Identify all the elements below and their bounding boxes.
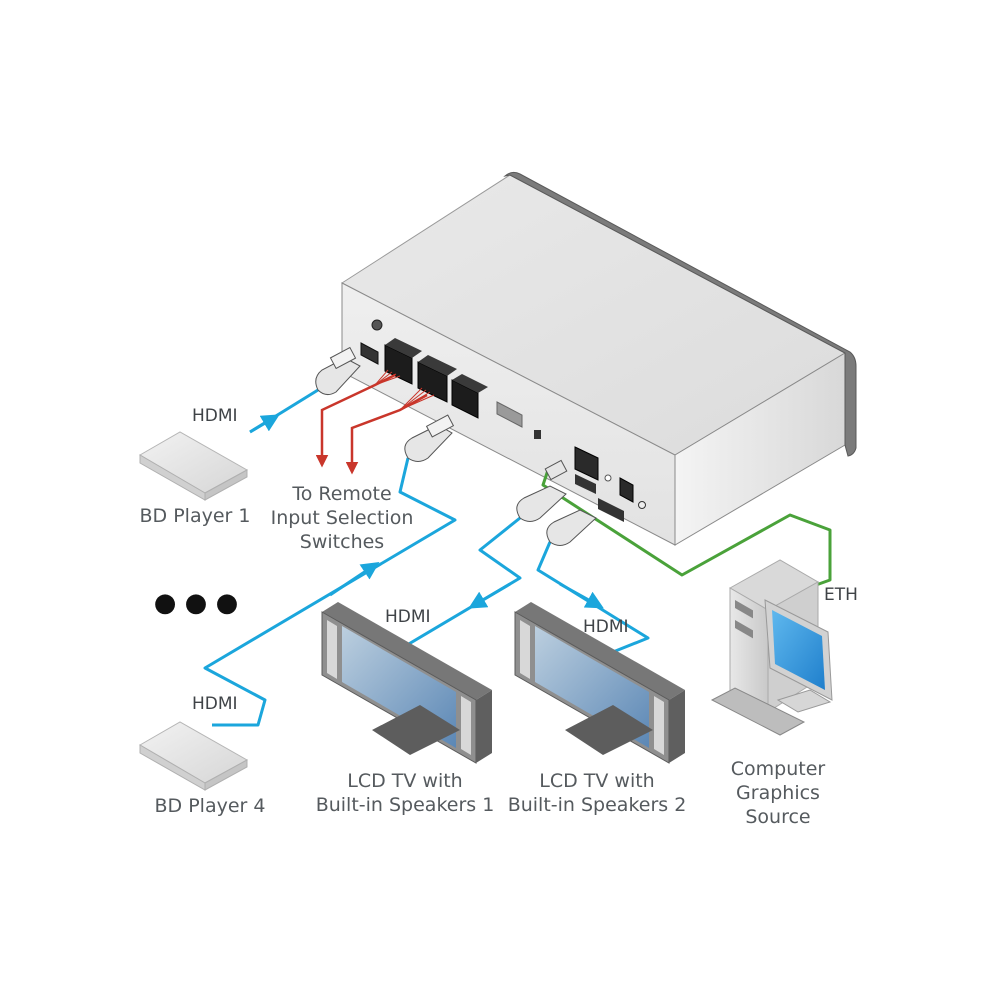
hdmi-cable-bd1-arrow xyxy=(249,414,280,434)
hdmi-label-bd4: HDMI xyxy=(192,694,238,714)
remote-wire-2 xyxy=(345,393,428,475)
hdmi-label-bd1: HDMI xyxy=(192,406,238,426)
pc-monitor-screen xyxy=(772,610,825,690)
wire-fanout xyxy=(374,369,435,411)
computer-label-2: Graphics xyxy=(736,782,820,804)
remote-ir-sensor xyxy=(371,319,383,331)
computer-graphics-source[interactable] xyxy=(710,559,833,736)
bd-player-1[interactable] xyxy=(139,431,249,501)
hdmi-output-1-port xyxy=(575,474,596,494)
ellipsis: ● ● ● xyxy=(154,588,239,618)
tv-2-label-2: Built-in Speakers 2 xyxy=(508,794,687,816)
hdmi-input-1-port xyxy=(360,342,379,365)
remote-switches-label-2: Input Selection xyxy=(271,507,414,529)
ethernet-port xyxy=(574,446,599,481)
matrix-switcher-unit xyxy=(341,171,857,546)
computer-label-3: Source xyxy=(745,806,810,828)
tv-1-label-2: Built-in Speakers 1 xyxy=(316,794,495,816)
hdmi-cable-tv2-arrow xyxy=(559,582,604,609)
hdmi-cables xyxy=(203,388,650,727)
pc-drive-bay-1 xyxy=(735,599,753,619)
dc-power-jack xyxy=(619,477,634,503)
bd-player-4[interactable] xyxy=(139,721,249,791)
rear-panel-ports xyxy=(360,319,646,522)
tv-1-stand xyxy=(372,705,460,755)
hdmi-plug-output-2 xyxy=(546,509,597,546)
eth-plug xyxy=(544,459,568,481)
hdmi-plug-input-1 xyxy=(315,346,361,396)
eth-cable xyxy=(541,469,832,587)
tv-2-stand xyxy=(565,705,653,755)
hdmi-plugs xyxy=(315,346,597,546)
hdmi-label-tv2: HDMI xyxy=(583,617,629,637)
labels: HDMI HDMI HDMI HDMI ETH BD Player 1 BD P… xyxy=(140,406,858,828)
hdmi-plug-output-1 xyxy=(516,485,567,522)
lcd-tv-1[interactable] xyxy=(321,602,492,764)
tv-2-speaker-left xyxy=(520,620,530,679)
tv-2-label-1: LCD TV with xyxy=(539,770,654,792)
reset-button xyxy=(604,474,612,482)
bd-player-4-label: BD Player 4 xyxy=(155,795,266,817)
setup-dip-switch xyxy=(496,401,523,428)
remote-switches-label-3: Switches xyxy=(300,531,384,553)
bd-player-1-label: BD Player 1 xyxy=(140,505,251,527)
tv-1-speaker-right xyxy=(461,696,471,755)
hdmi-output-2-port xyxy=(598,498,624,522)
prog-usb-port xyxy=(534,430,541,439)
hdmi-cable-tv1 xyxy=(401,516,522,650)
pc-keyboard xyxy=(710,687,806,736)
tv-2-speaker-right xyxy=(654,696,664,755)
terminal-block-2-top xyxy=(418,355,457,376)
hdmi-cable-bd4-arrow xyxy=(329,562,380,597)
hdmi-cable-tv1-arrow xyxy=(468,582,511,609)
remote-terminal-block-2 xyxy=(417,361,448,403)
rs232-block-top xyxy=(452,374,488,393)
computer-label-1: Computer xyxy=(731,758,826,780)
ground-screw xyxy=(638,501,646,509)
lcd-tv-2[interactable] xyxy=(514,602,685,764)
hdmi-plug-input-4 xyxy=(404,414,455,462)
pc-monitor-base xyxy=(776,689,832,713)
terminal-block-1-top xyxy=(385,338,422,358)
unit-end-plate-back xyxy=(503,171,857,457)
remote-switches-label-1: To Remote xyxy=(291,483,391,505)
tv-1-label-1: LCD TV with xyxy=(347,770,462,792)
hdmi-label-tv1: HDMI xyxy=(385,607,431,627)
tv-1-speaker-left xyxy=(327,620,337,679)
remote-switch-wires xyxy=(315,369,435,475)
pc-drive-bay-2 xyxy=(735,619,753,639)
eth-label: ETH xyxy=(824,585,858,605)
hdmi-cable-bd4 xyxy=(203,457,457,727)
